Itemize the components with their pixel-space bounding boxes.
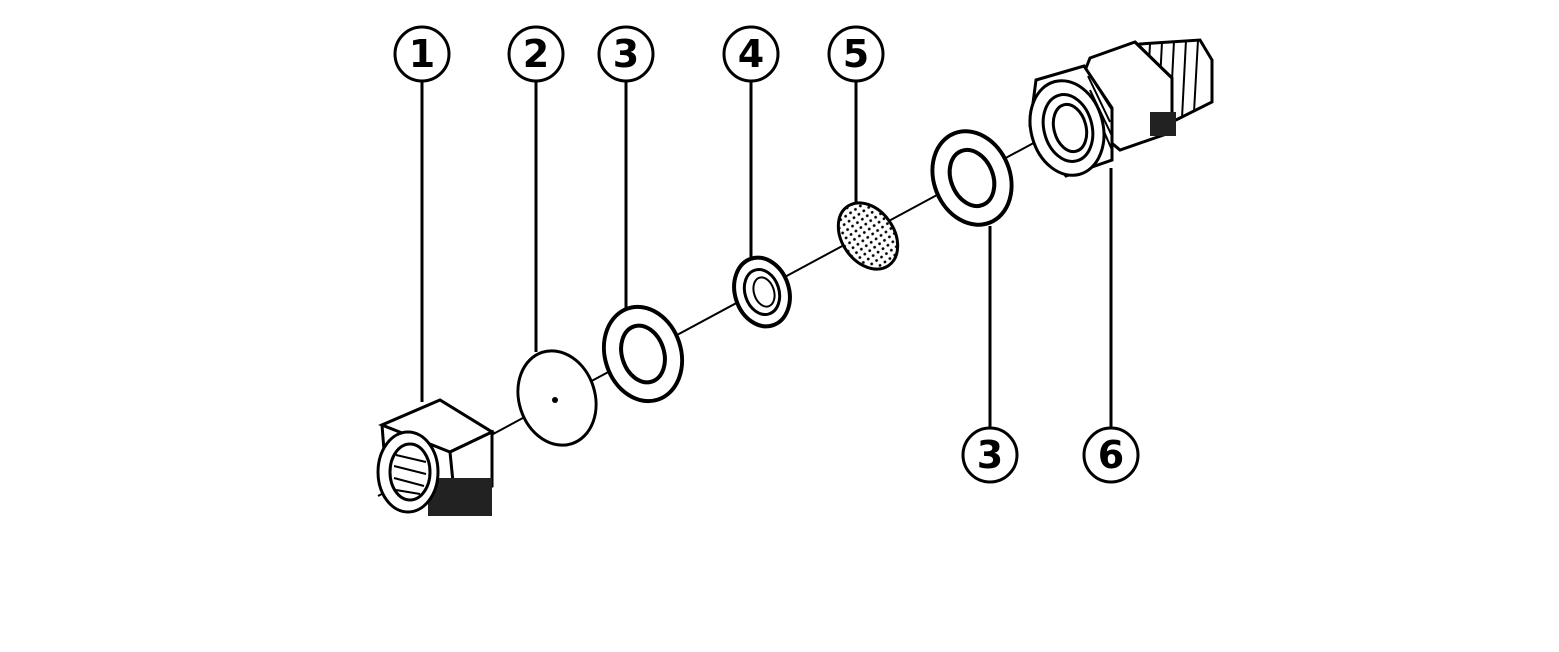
callout-c2: 2 [507,25,565,83]
callout-number: 3 [977,433,1003,477]
callout-number: 5 [843,32,869,76]
callout-number: 1 [409,32,435,76]
callout-circle [827,25,885,83]
callout-circle [961,426,1019,484]
callout-circle [597,25,655,83]
callout-c6: 6 [1082,426,1140,484]
hex-nut-part [376,398,496,516]
callout-circle [393,25,451,83]
callout-number: 4 [738,32,764,76]
diaphragm-disc-part [516,349,598,447]
callout-number: 2 [523,32,549,76]
retainer-ring-part [732,255,792,329]
flat-washer-part-right [930,129,1014,227]
callout-c3b: 3 [961,426,1019,484]
threaded-fitting-part [1028,38,1214,178]
flat-washer-part-left [601,304,685,404]
callout-circle [1082,426,1140,484]
callout-circle [507,25,565,83]
callout-number: 3 [613,32,639,76]
callout-c5: 5 [827,25,885,83]
callout-number: 6 [1098,433,1124,477]
mesh-filter-part [836,201,900,271]
callout-c4: 4 [722,25,780,83]
callout-circle [722,25,780,83]
callout-c1: 1 [393,25,451,83]
callout-c3a: 3 [597,25,655,83]
